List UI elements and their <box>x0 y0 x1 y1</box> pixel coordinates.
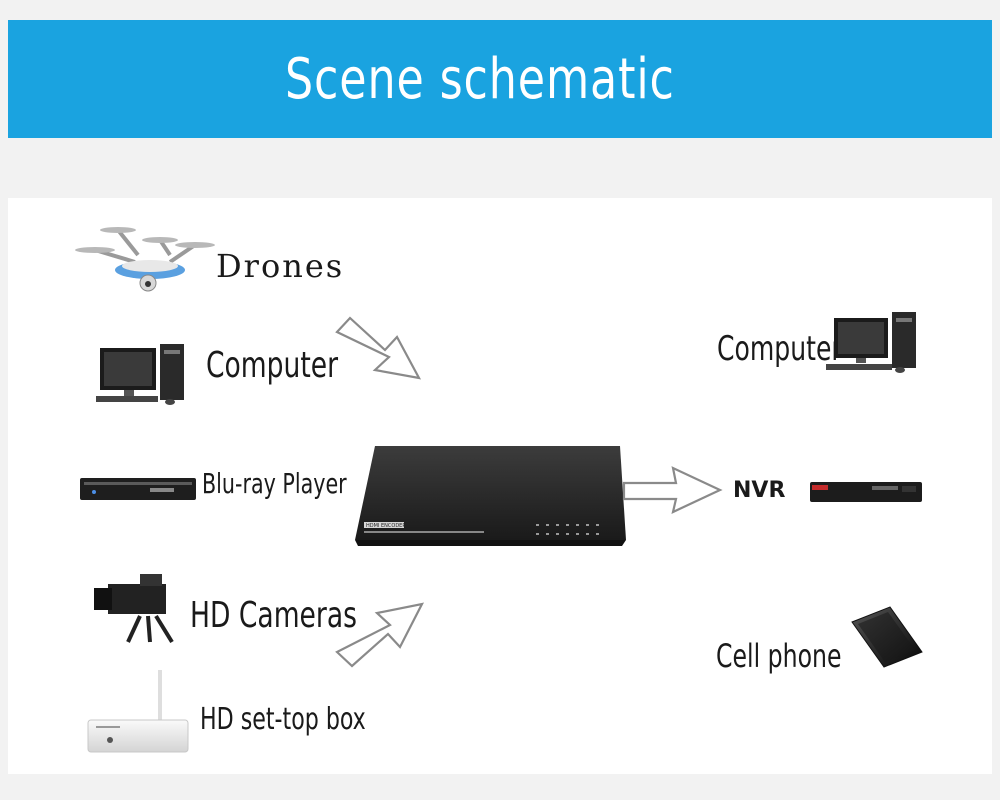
label-cell-phone: Cell phone <box>716 637 842 675</box>
label-drones: Drones <box>216 247 345 285</box>
desktop-computer-icon <box>96 344 184 405</box>
nvr-device-icon <box>810 482 922 502</box>
label-bluray-player: Blu-ray Player <box>202 467 347 500</box>
bluray-player-icon <box>80 478 196 500</box>
label-hd-settop-box: HD set-top box <box>200 702 366 737</box>
arrow-out <box>622 466 723 514</box>
video-camera-icon <box>94 574 174 644</box>
page-title: Scene schematic <box>285 47 675 112</box>
label-computer-output: Computer <box>717 329 842 369</box>
encoder-label: HDMI ENCODER <box>366 523 406 529</box>
label-hd-cameras: HD Cameras <box>190 595 357 636</box>
encoder-device-icon: HDMI ENCODER <box>355 446 626 546</box>
arrow-bottom-in <box>335 602 425 668</box>
header-banner <box>8 20 992 138</box>
settop-box-icon <box>87 670 189 753</box>
drone-icon <box>75 227 215 292</box>
smartphone-icon <box>851 606 923 668</box>
desktop-computer-output-icon <box>826 312 916 373</box>
arrow-top-in <box>335 316 422 380</box>
label-nvr: NVR <box>733 478 786 503</box>
label-computer-source: Computer <box>206 345 339 386</box>
